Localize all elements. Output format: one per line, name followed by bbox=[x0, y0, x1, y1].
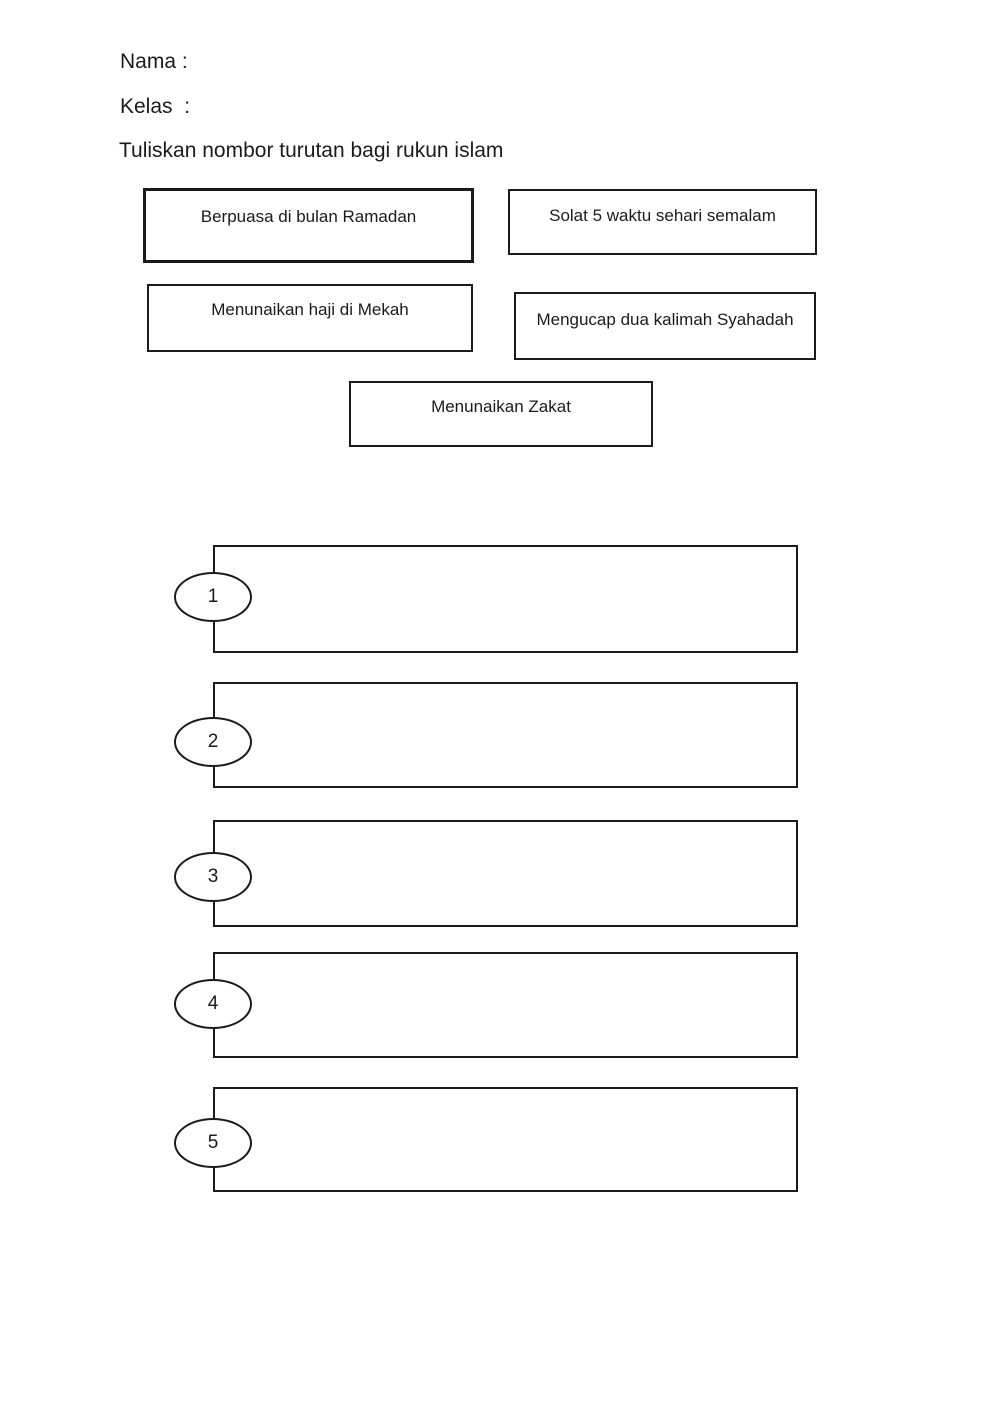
sequence-badge-4: 4 bbox=[174, 979, 252, 1029]
sequence-badge-2: 2 bbox=[174, 717, 252, 767]
sequence-number: 1 bbox=[207, 586, 219, 607]
answer-box-2[interactable] bbox=[213, 682, 798, 788]
answer-box-5[interactable] bbox=[213, 1087, 798, 1192]
option-box-label: Solat 5 waktu sehari semalam bbox=[549, 206, 776, 225]
option-box-haji: Menunaikan haji di Mekah bbox=[147, 284, 473, 352]
sequence-badge-3: 3 bbox=[174, 852, 252, 902]
option-box-syahadah: Mengucap dua kalimah Syahadah bbox=[514, 292, 816, 360]
option-box-label: Menunaikan haji di Mekah bbox=[211, 300, 409, 319]
sequence-number: 5 bbox=[207, 1132, 219, 1153]
answer-box-3[interactable] bbox=[213, 820, 798, 927]
answer-box-4[interactable] bbox=[213, 952, 798, 1058]
option-box-label: Berpuasa di bulan Ramadan bbox=[200, 207, 417, 226]
sequence-badge-1: 1 bbox=[174, 572, 252, 622]
sequence-number: 3 bbox=[207, 866, 219, 887]
option-box-berpuasa: Berpuasa di bulan Ramadan bbox=[143, 188, 474, 263]
class-label: Kelas : bbox=[120, 95, 191, 118]
instruction-text: Tuliskan nombor turutan bagi rukun islam bbox=[119, 139, 504, 162]
sequence-number: 4 bbox=[207, 993, 219, 1014]
answer-box-1[interactable] bbox=[213, 545, 798, 653]
sequence-number: 2 bbox=[207, 731, 219, 752]
name-label: Nama : bbox=[120, 50, 188, 73]
option-box-label: Menunaikan Zakat bbox=[431, 397, 571, 416]
option-box-label: Mengucap dua kalimah Syahadah bbox=[536, 310, 794, 329]
sequence-badge-5: 5 bbox=[174, 1118, 252, 1168]
option-box-zakat: Menunaikan Zakat bbox=[349, 381, 653, 447]
option-box-solat: Solat 5 waktu sehari semalam bbox=[508, 189, 817, 255]
